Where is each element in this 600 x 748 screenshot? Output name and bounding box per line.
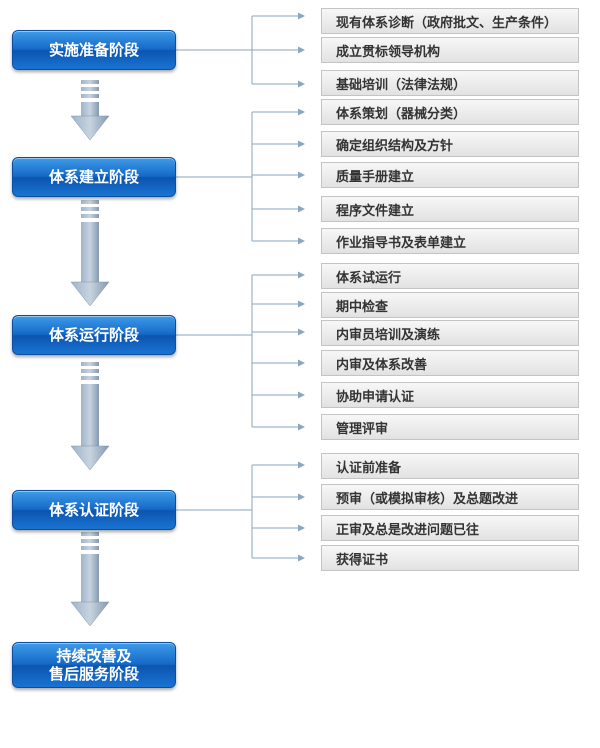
- stage-box-certification: 体系认证阶段: [12, 490, 176, 530]
- connector-arrowhead: [298, 524, 305, 532]
- step-item: 体系策划（器械分类）: [321, 99, 579, 125]
- connector-arrowhead: [298, 80, 305, 88]
- arrow-stripe: [81, 94, 99, 98]
- arrow-stripe: [81, 369, 99, 373]
- step-item: 成立贯标领导机构: [321, 37, 579, 63]
- step-item: 体系试运行: [321, 263, 579, 289]
- connector-arrowhead: [298, 108, 305, 116]
- step-item: 现有体系诊断（政府批文、生产条件）: [321, 8, 579, 34]
- arrow-stripe: [81, 362, 99, 366]
- step-item: 正审及总是改进问题已往: [321, 515, 579, 541]
- stage-box-continuous-improvement: 持续改善及 售后服务阶段: [12, 642, 176, 688]
- connector-arrowhead: [298, 271, 305, 279]
- connector-arrowhead: [298, 237, 305, 245]
- step-item: 管理评审: [321, 414, 579, 440]
- stage-label: 体系认证阶段: [48, 501, 139, 519]
- connector-arrowhead: [298, 171, 305, 179]
- arrow-stripe: [81, 376, 99, 380]
- down-arrow-icon: [70, 445, 110, 471]
- connector-arrowhead: [298, 423, 305, 431]
- stage-box-establishment: 体系建立阶段: [12, 157, 176, 197]
- arrow-stripe: [81, 207, 99, 211]
- step-item: 获得证书: [321, 545, 579, 571]
- step-item: 期中检查: [321, 292, 579, 318]
- stage-box-operation: 体系运行阶段: [12, 315, 176, 355]
- stage-label: 实施准备阶段: [48, 41, 139, 59]
- arrow-stripe: [81, 87, 99, 91]
- connector-arrowhead: [298, 554, 305, 562]
- stage-label: 体系建立阶段: [48, 168, 139, 186]
- down-arrow-icon: [70, 601, 110, 627]
- arrow-shaft: [81, 102, 99, 116]
- step-item: 确定组织结构及方针: [321, 131, 579, 157]
- connector-arrowhead: [298, 493, 305, 501]
- step-item: 基础培训（法律法规）: [321, 70, 579, 96]
- step-item: 作业指导书及表单建立: [321, 228, 579, 254]
- connector-arrowhead: [298, 140, 305, 148]
- step-item: 协助申请认证: [321, 382, 579, 408]
- step-item: 认证前准备: [321, 453, 579, 479]
- connector-arrowhead: [298, 300, 305, 308]
- arrow-stripe: [81, 214, 99, 218]
- connector-arrowhead: [298, 205, 305, 213]
- step-item: 程序文件建立: [321, 196, 579, 222]
- step-item: 内审员培训及演练: [321, 320, 579, 346]
- connector-arrowhead: [298, 391, 305, 399]
- stage-box-preparation: 实施准备阶段: [12, 30, 176, 70]
- arrow-shaft: [81, 222, 99, 282]
- step-item: 内审及体系改善: [321, 350, 579, 376]
- arrow-stripe: [81, 532, 99, 536]
- arrow-shaft: [81, 554, 99, 602]
- stage-label: 体系运行阶段: [48, 326, 139, 344]
- connector-arrowhead: [298, 12, 305, 20]
- arrow-stripe: [81, 546, 99, 550]
- down-arrow-icon: [70, 281, 110, 307]
- arrow-stripe: [81, 200, 99, 204]
- connector-arrowhead: [298, 461, 305, 469]
- arrow-stripe: [81, 80, 99, 84]
- arrow-stripe: [81, 539, 99, 543]
- stage-label-line2: 售后服务阶段: [48, 665, 139, 683]
- connector-arrowhead: [298, 46, 305, 54]
- step-item: 质量手册建立: [321, 162, 579, 188]
- step-item: 预审（或模拟审核）及总题改进: [321, 484, 579, 510]
- connector-arrowhead: [298, 328, 305, 336]
- connector-arrowhead: [298, 359, 305, 367]
- arrow-shaft: [81, 384, 99, 446]
- stage-label-line1: 持续改善及: [56, 647, 132, 665]
- down-arrow-icon: [70, 115, 110, 141]
